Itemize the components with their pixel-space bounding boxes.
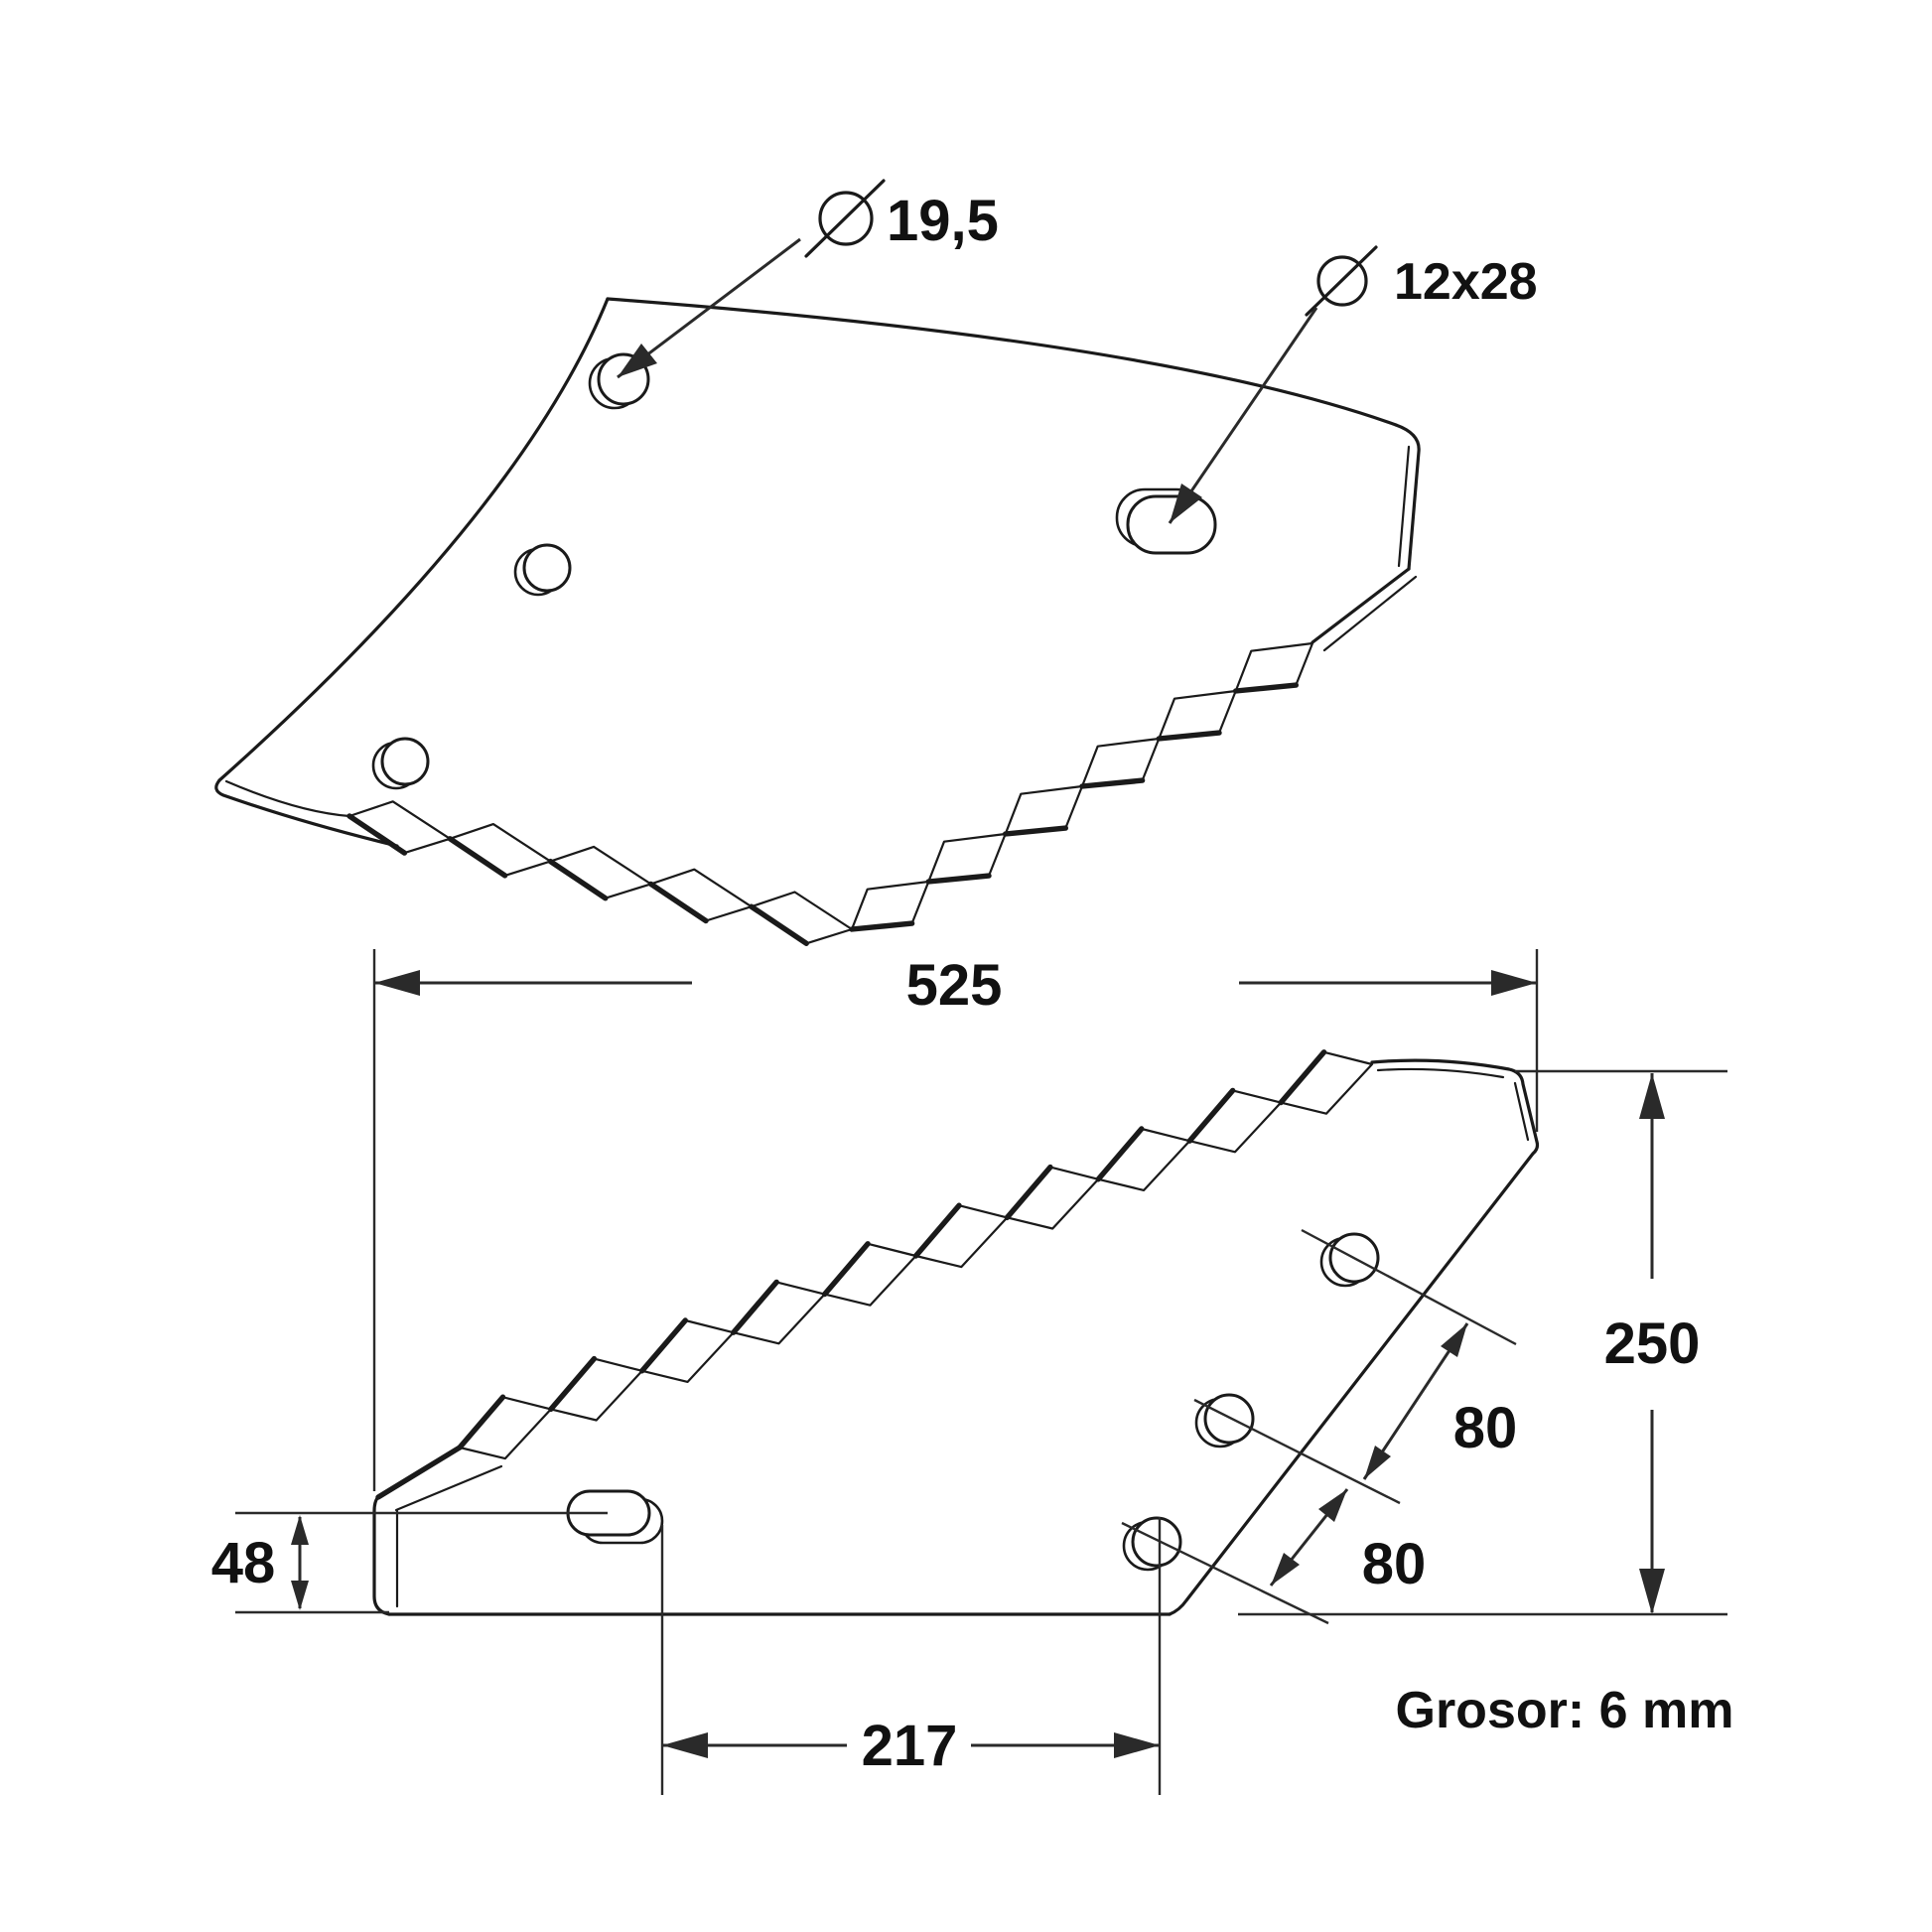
overall-width-value: 525 bbox=[906, 953, 1003, 1018]
dimension-arrowhead bbox=[1441, 1323, 1467, 1357]
round-hole bbox=[522, 543, 572, 593]
blade-top-edge bbox=[606, 297, 1398, 427]
serration-heel-inner bbox=[394, 1464, 503, 1512]
dimension-arrowhead bbox=[1491, 970, 1537, 996]
dimension-arrowhead bbox=[1271, 1553, 1300, 1586]
blade-right-edge-inner bbox=[1397, 445, 1411, 568]
round-hole bbox=[1203, 1393, 1255, 1445]
thickness-note: Grosor: 6 mm bbox=[1396, 1682, 1734, 1739]
dimension-arrowhead bbox=[374, 970, 420, 996]
blade-tip-land-inner bbox=[1376, 1067, 1505, 1079]
round-hole bbox=[1131, 1516, 1182, 1568]
slot-to-hole-value: 217 bbox=[862, 1714, 958, 1778]
dimension-hole-spacing: 80 80 bbox=[1121, 1228, 1518, 1625]
serrated-edge-bevels bbox=[457, 1049, 1327, 1450]
base-height-value: 48 bbox=[211, 1531, 276, 1595]
overall-height-value: 250 bbox=[1604, 1311, 1701, 1376]
dimension-arrowhead bbox=[1318, 1489, 1347, 1522]
callout-hole-diameter: 19,5 bbox=[617, 179, 999, 379]
dimension-overall-width: 525 bbox=[372, 949, 1539, 1491]
dimension-arrowhead bbox=[291, 1515, 309, 1545]
blade-left-edge bbox=[217, 297, 610, 782]
dimension-slot-to-hole: 217 bbox=[660, 1517, 1162, 1795]
serrated-edge-facets bbox=[458, 1050, 1374, 1460]
diameter-icon bbox=[1305, 245, 1378, 317]
dimension-arrowhead bbox=[1114, 1732, 1160, 1758]
blade-tip-bevel-inner bbox=[1513, 1081, 1530, 1142]
blade-notch-edge-inner bbox=[1322, 575, 1418, 652]
blade-bottom-strip-inner bbox=[224, 779, 351, 818]
leader-line bbox=[1168, 307, 1318, 524]
leader-arrowhead bbox=[1170, 483, 1202, 523]
dimension-arrowhead bbox=[291, 1581, 309, 1610]
serrated-edge-bevels bbox=[346, 682, 1299, 946]
hole-axis-line bbox=[1193, 1398, 1401, 1505]
dimension-arrowhead bbox=[662, 1732, 708, 1758]
hole-diameter-label: 19,5 bbox=[887, 189, 999, 253]
serration-heel bbox=[375, 1445, 463, 1500]
serrated-edge-facets bbox=[347, 641, 1314, 945]
round-hole bbox=[380, 737, 430, 786]
perspective-view bbox=[214, 297, 1421, 946]
blade-right-edge bbox=[1394, 423, 1421, 571]
dimension-overall-height: 250 bbox=[1238, 1069, 1727, 1616]
dimension-arrowhead bbox=[1639, 1569, 1665, 1614]
leader-arrowhead bbox=[618, 344, 657, 377]
dimension-base-height: 48 bbox=[211, 1511, 608, 1614]
dimension-arrowhead bbox=[1639, 1073, 1665, 1119]
blade-notch-edge bbox=[1311, 567, 1411, 644]
hole-axis-line bbox=[1301, 1228, 1517, 1346]
hole-spacing-upper-value: 80 bbox=[1453, 1396, 1518, 1460]
slot-size-label: 12x28 bbox=[1394, 253, 1538, 311]
hole-axis-line bbox=[1121, 1521, 1329, 1625]
diameter-icon bbox=[804, 179, 886, 258]
dimension-arrowhead bbox=[1364, 1446, 1391, 1479]
blade-tip-and-right-edge bbox=[1168, 1058, 1540, 1616]
hole-spacing-lower-value: 80 bbox=[1362, 1532, 1427, 1596]
slot-hole bbox=[1126, 494, 1217, 555]
dimension-view bbox=[372, 1049, 1540, 1616]
blade-bottom-strip-outer bbox=[214, 778, 399, 848]
callout-slot-size: 12x28 bbox=[1168, 245, 1538, 524]
